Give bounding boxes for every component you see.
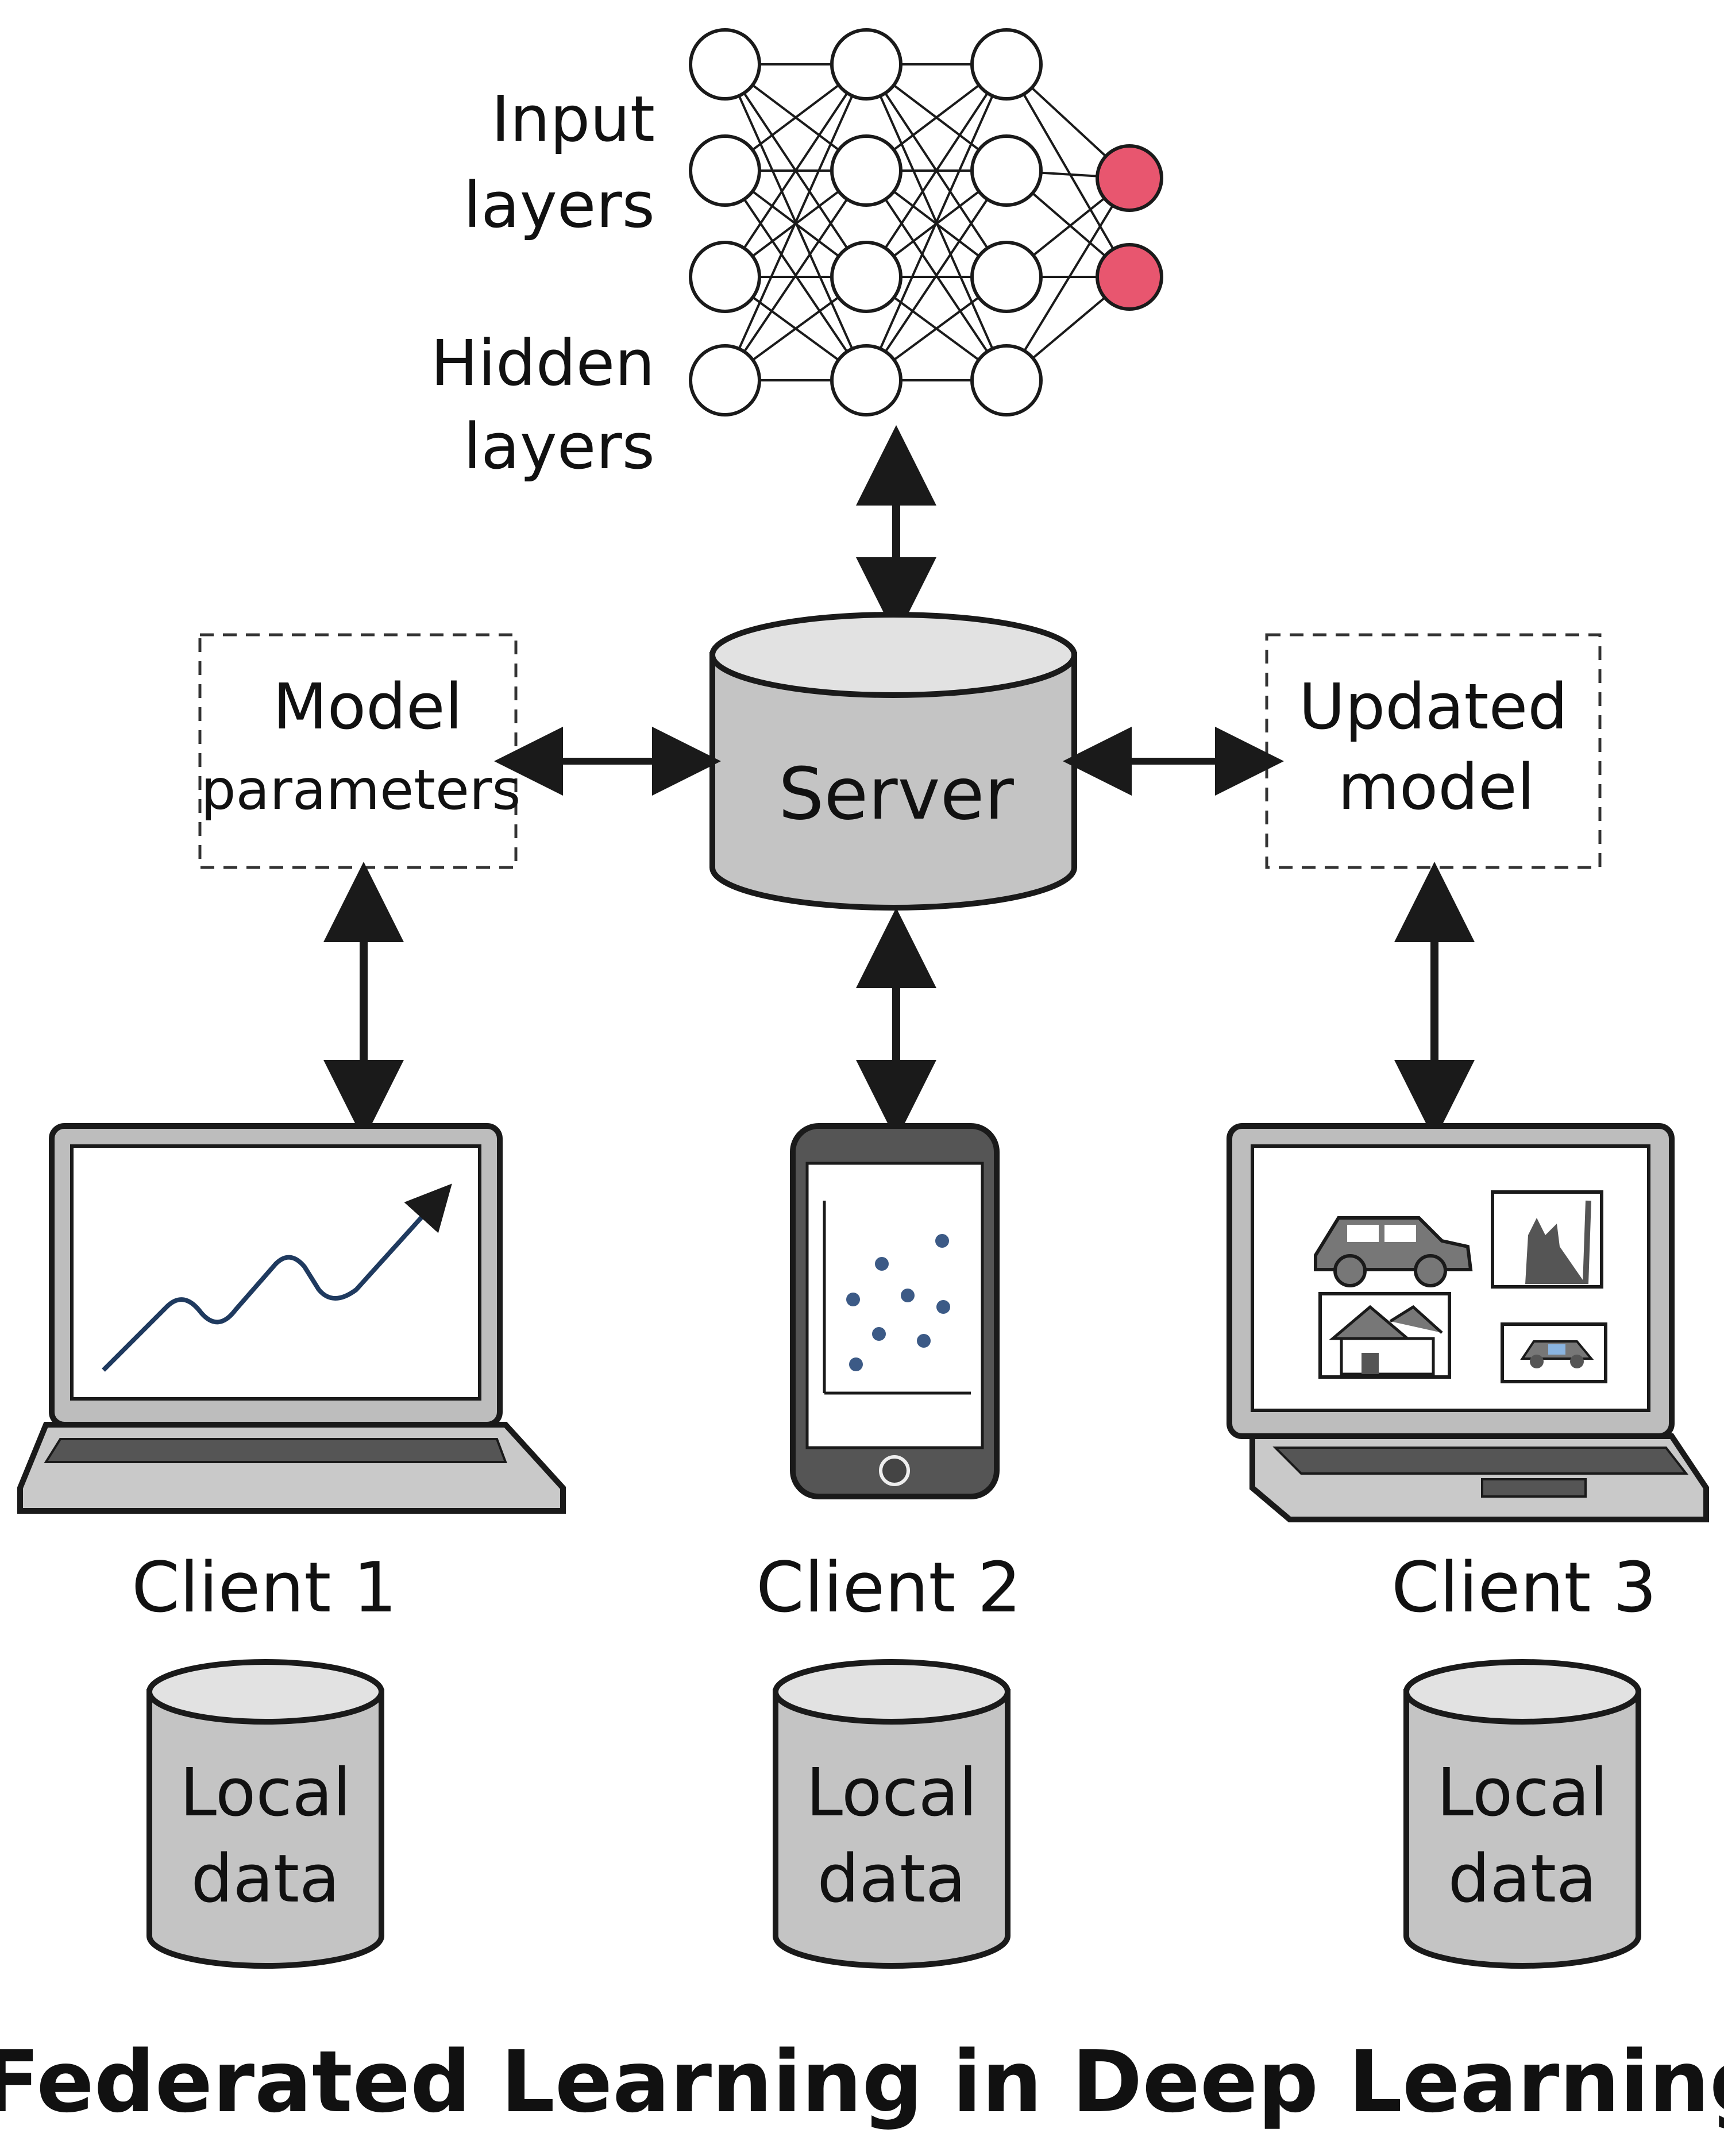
client1-store-line1: Local <box>180 1754 351 1831</box>
scatter-point <box>901 1289 915 1302</box>
client3-store-line2: data <box>1448 1841 1596 1918</box>
diagram-title: Federated Learning in Deep Learning <box>0 2032 1724 2131</box>
model-parameters-line2: parameters <box>201 758 521 822</box>
network-node <box>689 28 761 101</box>
scatter-point <box>872 1327 886 1341</box>
network-connection <box>865 169 1008 381</box>
client3-local-data: Local data <box>1403 1659 1641 1969</box>
updated-model-line1: Updated <box>1299 670 1568 743</box>
updated-model-box: Updated model <box>1265 633 1602 869</box>
input-layers-label-line1: Input <box>491 82 655 156</box>
model-parameters-box: Model parameters <box>198 633 521 869</box>
scatter-plot <box>846 1234 950 1371</box>
client1-label: Client 1 <box>132 1548 397 1628</box>
hidden-layers-label-line2: layers <box>464 410 655 483</box>
network-connection <box>865 64 1008 381</box>
client3-store-line1: Local <box>1437 1754 1608 1831</box>
server-label: Server <box>778 753 1015 836</box>
scatter-point <box>936 1300 950 1314</box>
network-connections <box>724 63 1131 381</box>
scatter-point <box>935 1234 949 1248</box>
network-node <box>689 241 761 313</box>
network-node <box>970 344 1043 416</box>
server-cylinder: Server <box>709 612 1077 911</box>
network-node <box>689 134 761 207</box>
network-node <box>689 344 761 416</box>
client1-local-data: Local data <box>146 1659 384 1969</box>
scatter-point <box>875 1257 889 1271</box>
neural-network <box>689 28 1163 416</box>
client2-store-line2: data <box>817 1841 966 1918</box>
house-image <box>1318 1292 1451 1379</box>
network-node <box>830 344 903 416</box>
network-connection <box>724 63 867 278</box>
home-button <box>879 1455 910 1486</box>
network-node <box>970 134 1043 207</box>
network-connection <box>724 64 867 381</box>
trend-line-chart <box>102 1183 452 1372</box>
client1-store-line2: data <box>191 1841 340 1918</box>
network-connection <box>865 63 1008 278</box>
client3-laptop <box>1227 1123 1709 1522</box>
network-node <box>970 241 1043 313</box>
cat-image <box>1491 1190 1603 1289</box>
client2-phone <box>790 1123 1000 1499</box>
network-node <box>830 28 903 101</box>
input-layers-label-line2: layers <box>464 168 655 242</box>
car-image <box>1314 1216 1473 1287</box>
scatter-point <box>917 1334 931 1348</box>
network-node <box>830 134 903 207</box>
scatter-point <box>846 1293 860 1306</box>
client2-local-data: Local data <box>773 1659 1011 1969</box>
network-connection <box>724 169 867 381</box>
network-connection <box>1005 63 1131 278</box>
updated-model-line2: model <box>1338 750 1535 824</box>
network-node <box>970 28 1043 101</box>
client2-store-line1: Local <box>806 1754 977 1831</box>
network-node <box>830 241 903 313</box>
model-parameters-line1: Model <box>273 670 462 743</box>
output-node <box>1096 144 1163 212</box>
scatter-point <box>849 1357 863 1371</box>
small-car-image <box>1501 1322 1607 1383</box>
client2-label: Client 2 <box>756 1548 1021 1628</box>
client3-label: Client 3 <box>1391 1548 1657 1628</box>
client1-laptop <box>17 1123 566 1514</box>
hidden-layers-label-line1: Hidden <box>431 326 655 400</box>
network-connection <box>1005 177 1131 381</box>
output-node <box>1096 243 1163 311</box>
